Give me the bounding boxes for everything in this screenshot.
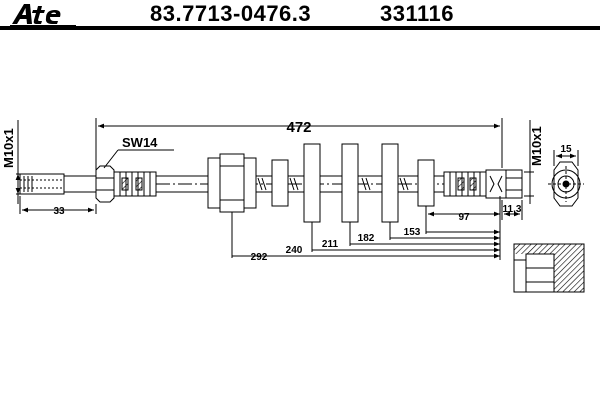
clip-4 (381, 143, 399, 223)
right-hex-nut (485, 169, 523, 199)
dim-right-offset: 11,3 (503, 204, 522, 215)
clip-1 (271, 159, 289, 207)
part-number: 83.7713-0476.3 (150, 1, 312, 26)
grommet (207, 153, 257, 213)
dim-left-fitting: 33 (53, 206, 65, 217)
dim-thread-right: M10x1 (529, 126, 544, 166)
dim-clip-3: 211 (322, 239, 339, 250)
dim-total-length: 472 (286, 119, 311, 136)
dim-right-fitting: 97 (458, 212, 470, 223)
dim-clip-2: 240 (286, 245, 303, 256)
hose-body (156, 175, 444, 193)
left-thread-fitting (19, 173, 97, 195)
clip-2 (303, 143, 321, 223)
dim-end-diameter: 15 (560, 144, 572, 155)
end-view (548, 161, 584, 207)
header-divider (0, 26, 600, 30)
right-crimp-sleeve (443, 171, 487, 197)
dim-clip-5: 153 (404, 227, 421, 238)
clip-3 (341, 143, 359, 223)
dim-thread-left: M10x1 (1, 128, 16, 168)
reference-number: 331116 (380, 1, 454, 26)
left-crimp-sleeve (113, 171, 157, 197)
ate-logo-icon (10, 4, 76, 26)
dim-clip-4: 182 (358, 233, 375, 244)
section-detail (513, 243, 585, 293)
clip-5 (417, 159, 435, 207)
hose-break-marks (257, 177, 409, 191)
dim-wrench-size: SW14 (122, 135, 158, 150)
header: 83.7713-0476.3 331116 (0, 0, 600, 34)
dim-clip-1: 292 (251, 252, 268, 263)
left-hex-nut (95, 165, 115, 203)
